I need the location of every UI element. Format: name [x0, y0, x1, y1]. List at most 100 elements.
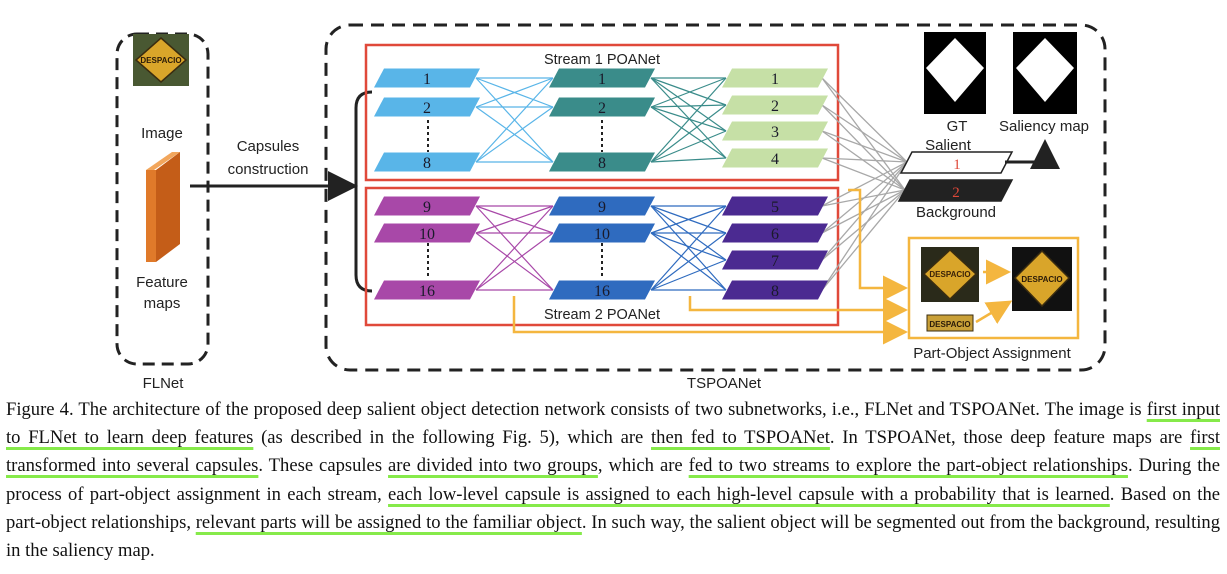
connection-line: [821, 161, 908, 207]
connection-line: [475, 205, 554, 291]
stream2-secondary-capsule: [549, 223, 655, 243]
caption-text: . In such way, the salient object will b…: [6, 511, 1220, 562]
assignment-object-image: DESPACIO: [1012, 247, 1072, 311]
stream1-secondary-capsule: [549, 97, 655, 117]
stream1-object-capsule-label: 2: [771, 98, 779, 115]
stream1-object-capsule-label: 4: [771, 151, 779, 168]
connection-line: [821, 77, 906, 191]
flnet-label: FLNet: [143, 375, 185, 392]
stream2-connections-b: [650, 205, 727, 291]
connection-line: [650, 232, 727, 291]
svg-text:1: 1: [953, 157, 961, 173]
connection-line: [650, 104, 727, 163]
connection-line: [650, 77, 727, 163]
background-capsule: 2: [897, 179, 1014, 202]
stream1-primary-capsule: [374, 97, 480, 117]
assignment-arrow-2: [975, 300, 1013, 324]
feature-maps-label-2: maps: [144, 295, 181, 312]
assignment-text-part-image: DESPACIO: [926, 314, 974, 332]
caption-text: (as described in the following Fig. 5), …: [253, 427, 652, 449]
stream1-secondary-capsule-label: 2: [598, 100, 606, 117]
stream1-object-capsule: [722, 68, 828, 88]
caption-highlight: fed to two streams to explore the part-o…: [688, 455, 1128, 477]
connection-line: [821, 157, 908, 163]
salient-label: Salient: [925, 137, 972, 154]
stream2-object-capsule-label: 6: [771, 226, 779, 243]
gt-label: GT: [947, 118, 968, 135]
stream2-object-capsule-label: 7: [771, 253, 779, 270]
stream1-object-capsule: [722, 121, 828, 141]
stream2-object-capsule: [722, 250, 828, 270]
caption-text: , which are: [597, 455, 689, 477]
background-label: Background: [916, 204, 996, 221]
architecture-figure: FLNet DESPACIO Image Feature maps Capsul…: [115, 23, 1107, 392]
stream1-secondary-capsule: [549, 152, 655, 172]
connection-line: [650, 77, 727, 159]
stream1-object-capsule-label: 3: [771, 124, 779, 141]
stream2-object-capsule-label: 5: [771, 199, 779, 216]
connection-line: [821, 157, 906, 191]
connection-line: [475, 232, 554, 291]
connection-line: [650, 130, 727, 163]
caption-highlight: are divided into two groups: [388, 455, 598, 477]
connection-line: [650, 106, 727, 132]
svg-text:DESPACIO: DESPACIO: [1021, 275, 1062, 284]
stream1-primary-capsule: [374, 152, 480, 172]
assignment-feed-lines: [512, 188, 908, 345]
connection-line: [475, 77, 554, 108]
caption-text: . In TSPOANet, those deep feature maps a…: [829, 427, 1191, 449]
connection-line: [650, 205, 727, 234]
gt-image: [924, 32, 986, 114]
stream2-secondary-capsule-label: 9: [598, 199, 606, 216]
stream1-title: Stream 1 POANet: [544, 52, 660, 68]
stream2-secondary-capsule-label: 16: [594, 283, 610, 300]
connection-line: [650, 232, 727, 261]
stream2-secondary-capsule-label: 10: [594, 226, 610, 243]
assignment-part-image: DESPACIO: [921, 247, 979, 302]
stream1-box: [364, 43, 840, 182]
stream2-title: Stream 2 POANet: [544, 307, 660, 323]
stream1-object-capsule: [722, 148, 828, 168]
stream2-secondary-capsule: [549, 196, 655, 216]
connection-line: [650, 259, 727, 291]
connection-line: [821, 161, 908, 234]
stream2-primary-capsule-label: 9: [423, 199, 431, 216]
svg-text:2: 2: [952, 185, 960, 201]
connection-line: [475, 77, 554, 163]
tspoanet-box: [324, 23, 1107, 372]
stream2-primary-capsule-label: 10: [419, 226, 435, 243]
ellipsis-dots: [427, 120, 603, 276]
connection-line: [650, 157, 727, 163]
stream2-object-capsule: [722, 196, 828, 216]
split-bracket: [354, 90, 373, 293]
stream1-connections-a: [475, 77, 554, 163]
connection-line: [821, 130, 908, 163]
stream1-object-capsule: [722, 95, 828, 115]
svg-text:DESPACIO: DESPACIO: [929, 320, 970, 329]
stream1-primary-capsule-label: 1: [423, 71, 431, 88]
svg-text:DESPACIO: DESPACIO: [929, 270, 970, 279]
connection-line: [475, 106, 554, 163]
capsules-label-2: construction: [228, 161, 309, 178]
feature-maps-icon: [146, 152, 180, 262]
figure-caption: Figure 4. The architecture of the propos…: [6, 396, 1220, 565]
connection-line: [821, 189, 906, 261]
connection-line: [475, 205, 554, 234]
stream2-secondary-capsule: [549, 280, 655, 300]
caption-highlight: first transformed into several capsules: [6, 427, 1220, 477]
caption-highlight: relevant parts will be assigned to the f…: [195, 511, 582, 533]
saliency-map-label: Saliency map: [999, 118, 1089, 135]
stream2-connections-a: [475, 205, 554, 291]
capsules-label-1: Capsules: [237, 138, 300, 155]
connection-line: [821, 104, 908, 163]
assignment-label: Part-Object Assignment: [913, 345, 1071, 362]
input-image: DESPACIO: [133, 34, 189, 86]
stream1-primary-capsule: [374, 68, 480, 88]
stream1-primary-capsule-label: 2: [423, 100, 431, 117]
connection-line: [650, 77, 727, 108]
stream2-object-capsule: [722, 223, 828, 243]
stream1-secondary-capsule-label: 8: [598, 155, 606, 172]
caption-text: . Based on the part-object relationships…: [6, 483, 1220, 533]
caption-text: . During the process of part-object assi…: [6, 455, 1220, 505]
